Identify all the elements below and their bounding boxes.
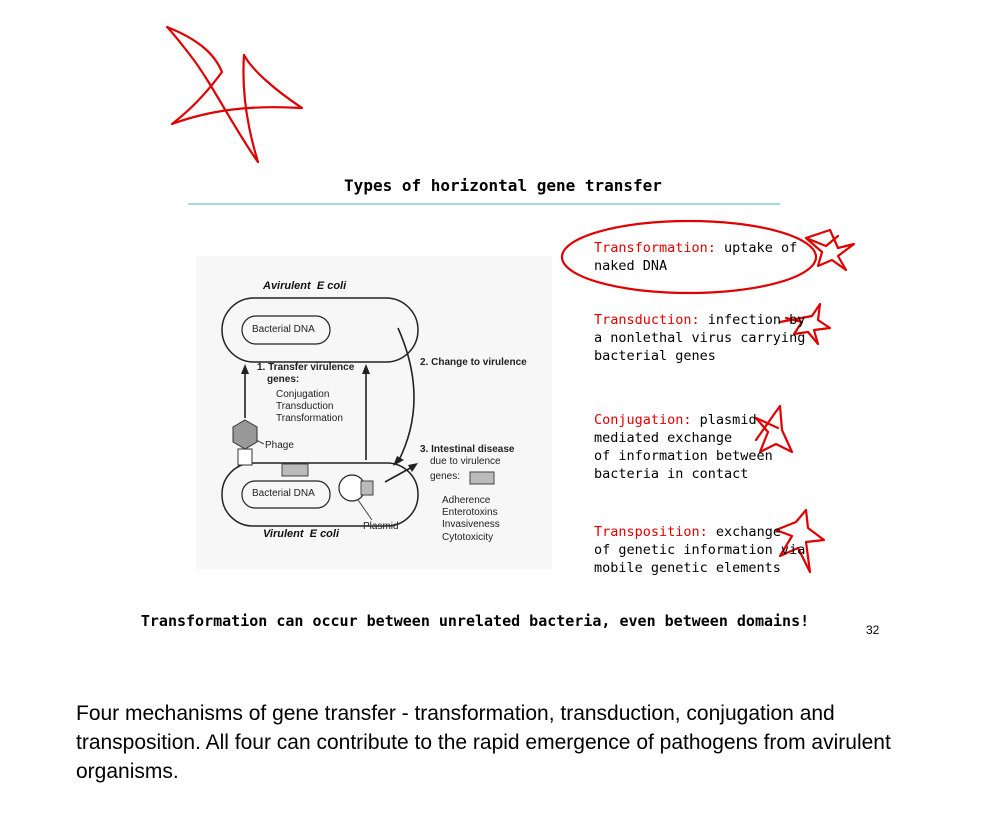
step3-label-cont: due to virulence <box>430 456 501 467</box>
bacterial-dna-label: Bacterial DNA <box>252 324 315 335</box>
step3-label: 3. Intestinal disease <box>420 444 515 455</box>
bacterial-dna-label: Bacterial DNA <box>252 488 315 499</box>
step2-label: 2. Change to virulence <box>420 357 527 368</box>
inserted-gene <box>281 463 309 477</box>
plasmid-label: Plasmid <box>363 521 399 532</box>
mechanism-line: exchange <box>707 524 781 540</box>
virulent-dna-outline <box>241 480 331 509</box>
slide-title: Types of horizontal gene transfer <box>344 176 662 195</box>
virulent-label: Virulent E coli <box>263 528 340 540</box>
phage-head <box>232 419 258 450</box>
slide-number: 32 <box>866 623 880 637</box>
step1-item: Conjugation <box>276 389 330 400</box>
mechanism-line: bacterial genes <box>594 348 716 364</box>
caption-text: Four mechanisms of gene transfer - trans… <box>76 702 891 783</box>
conclusion-text: Transformation can occur between unrelat… <box>140 612 810 630</box>
mechanism-line: of genetic information via <box>594 542 806 558</box>
step1-label: 1. Transfer virulence <box>257 362 355 373</box>
mechanism-line: infection by <box>699 312 806 328</box>
phage-label: Phage <box>265 440 294 451</box>
star-annotation-1 <box>804 228 856 272</box>
virulence-factor: Adherence <box>442 495 491 506</box>
avirulent-cell <box>221 297 419 363</box>
plasmid-gene <box>360 480 374 496</box>
avirulent-dna-outline <box>241 315 331 345</box>
virulence-gene-box <box>469 471 495 485</box>
virulence-factor: Enterotoxins <box>442 507 498 518</box>
mechanism-line: a nonlethal virus carrying <box>594 330 806 346</box>
mechanism-line: mobile genetic elements <box>594 560 781 576</box>
mechanism-line: plasmid <box>691 412 757 428</box>
phage-tail <box>237 448 253 466</box>
step1-item: Transformation <box>276 413 343 424</box>
red-annotations <box>165 25 856 574</box>
virulent-cell <box>221 462 419 527</box>
star-annotation-large <box>165 25 304 164</box>
mechanism-line: mediated exchange <box>594 430 733 446</box>
step1-item: Transduction <box>276 401 334 412</box>
title-divider <box>188 203 780 205</box>
virulence-factor: Invasiveness <box>442 519 500 530</box>
diagram-panel <box>196 256 552 569</box>
step1-label-cont: genes: <box>267 374 300 385</box>
mechanism-line: bacteria in contact <box>594 466 749 482</box>
star-annotation-4 <box>774 508 826 574</box>
star-annotation-3 <box>754 404 794 454</box>
star-annotation-2 <box>778 302 832 346</box>
mechanism-line: of information between <box>594 448 773 464</box>
step3-label-genes: genes: <box>430 471 461 482</box>
transformation-circle <box>560 219 818 295</box>
avirulent-label: Avirulent E coli <box>263 280 347 292</box>
virulence-factor: Cytotoxicity <box>442 532 494 543</box>
